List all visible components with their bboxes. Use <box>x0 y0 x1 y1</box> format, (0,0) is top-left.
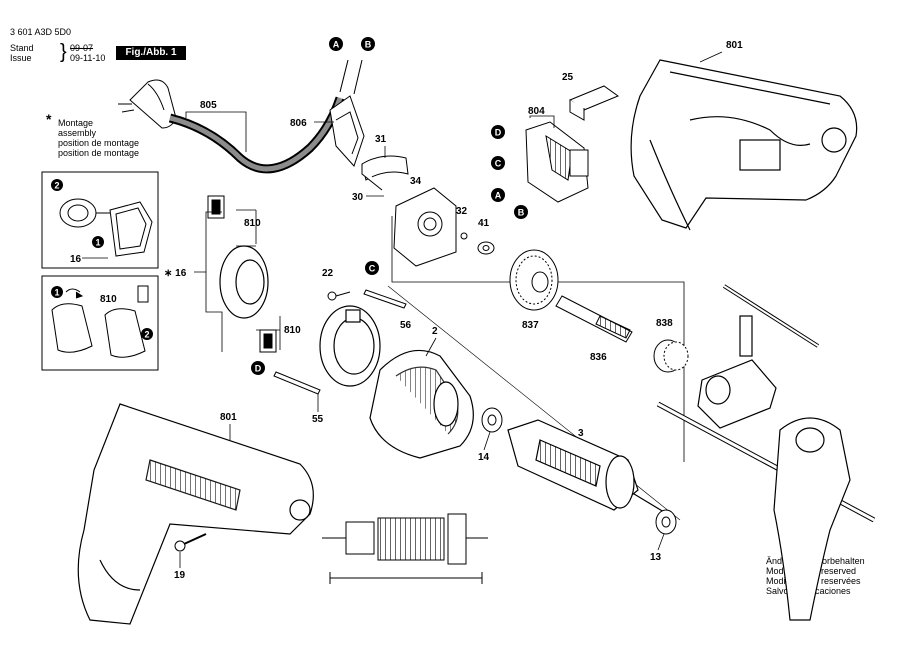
carbon-brush-bottom-illustration <box>259 329 277 353</box>
part-number-16: ∗ 16 <box>164 268 187 279</box>
part-number-41: 41 <box>478 218 490 229</box>
housing-half-bottom-illustration <box>77 403 314 625</box>
part-number-836: 836 <box>590 352 607 363</box>
assembly-note-line: position de montage <box>58 138 140 148</box>
part-number-838: 838 <box>656 318 673 329</box>
bearing-pinion-illustration <box>477 241 495 255</box>
part-number-837: 837 <box>522 320 539 331</box>
svg-text:2: 2 <box>54 181 59 191</box>
svg-text:2: 2 <box>144 330 149 340</box>
assembly-note-line: position de montage <box>58 148 140 158</box>
part-number-55: 55 <box>312 414 324 425</box>
part-number-801-bottom: 801 <box>220 412 237 423</box>
part-number-801-top: 801 <box>726 40 743 51</box>
inset-box-assembly-2 <box>41 275 159 371</box>
screw-22-illustration <box>327 291 351 301</box>
switch-illustration <box>525 121 589 203</box>
gear-wheel-illustration <box>509 249 559 311</box>
part-number-13: 13 <box>650 552 662 563</box>
inset-callout-2: 2 <box>51 179 63 191</box>
part-number-3: 3 <box>578 428 584 439</box>
svg-text:1: 1 <box>54 288 59 298</box>
svg-text:A: A <box>333 40 340 50</box>
issue-value: 09-11-10 <box>70 53 106 63</box>
part-number-804: 804 <box>528 106 545 117</box>
lock-button-illustration <box>568 85 620 121</box>
svg-text:B: B <box>365 40 372 50</box>
inset-callout-2b: 2 <box>141 328 153 340</box>
armature-illustration <box>507 419 665 513</box>
svg-text:D: D <box>495 128 502 138</box>
brush-plate-ring-illustration <box>319 305 381 387</box>
callout-b-cord: B <box>361 37 375 51</box>
callout-d-switch: D <box>491 125 505 139</box>
chuck-key-illustration <box>722 284 820 357</box>
callout-c-terminal: C <box>365 261 379 275</box>
callout-a-switch: A <box>491 188 505 202</box>
part-number-805: 805 <box>200 100 217 111</box>
power-cord-illustration <box>168 96 345 174</box>
small-washer-illustration <box>460 232 468 240</box>
strain-relief-illustration <box>329 59 365 167</box>
issue-label: Issue <box>10 53 32 63</box>
part-number-34: 34 <box>410 176 422 187</box>
assembly-note-line: assembly <box>58 128 97 138</box>
field-stator-illustration <box>369 349 474 459</box>
assembly-note-line: Montage <box>58 118 94 128</box>
bearing-14-illustration <box>481 407 503 433</box>
power-plug-illustration <box>118 79 177 129</box>
drill-chuck-illustration <box>697 359 777 429</box>
spindle-shaft-illustration <box>555 295 633 343</box>
cover-clip-illustration <box>361 155 409 191</box>
svg-text:A: A <box>495 191 502 201</box>
part-number-32: 32 <box>456 206 468 217</box>
callout-c-switch: C <box>491 156 505 170</box>
svg-text:C: C <box>369 264 376 274</box>
part-number-810-bottom: 810 <box>284 325 301 336</box>
part-number-31: 31 <box>375 134 387 145</box>
part-number-810-inset: 810 <box>100 294 117 305</box>
part-number-810-top: 810 <box>244 218 261 229</box>
inset-box-assembly-1 <box>41 171 159 269</box>
carbon-brush-top-illustration <box>207 195 225 219</box>
armature-dimension-drawing <box>322 513 488 584</box>
callout-b-switch: B <box>514 205 528 219</box>
part-number-19: 19 <box>174 570 186 581</box>
header-brace: } <box>60 41 67 63</box>
screw-19-illustration <box>174 533 207 552</box>
bearing-13-illustration <box>655 509 677 535</box>
inset-brush-insertion <box>51 285 149 358</box>
part-number-30: 30 <box>352 192 364 203</box>
svg-text:D: D <box>255 364 262 374</box>
figure-label: Fig./Abb. 1 <box>116 46 186 60</box>
part-number-16-inset: 16 <box>70 254 82 265</box>
part-number-2: 2 <box>432 326 438 337</box>
svg-text:B: B <box>518 208 525 218</box>
ratchet-ring-illustration <box>653 339 689 373</box>
auxiliary-handle-illustration <box>773 417 851 621</box>
document-code: 3 601 A3D 5D0 <box>10 27 72 37</box>
stand-value: 09-07 <box>70 43 94 53</box>
part-number-22: 22 <box>322 268 334 279</box>
mounting-plate-illustration <box>393 187 457 267</box>
brush-holder-illustration <box>219 245 269 319</box>
part-number-14: 14 <box>478 452 490 463</box>
stand-label: Stand <box>10 43 34 53</box>
terminal-55-illustration <box>273 371 321 395</box>
inset-brush-plate <box>59 198 153 257</box>
assembly-note-star: * <box>46 111 52 127</box>
callout-a-cord: A <box>329 37 343 51</box>
svg-text:C: C <box>495 159 502 169</box>
svg-text:1: 1 <box>95 238 100 248</box>
callout-d-terminal: D <box>251 361 265 375</box>
part-number-25: 25 <box>562 72 574 83</box>
inset-callout-1: 1 <box>92 236 104 248</box>
terminal-56-illustration <box>363 289 407 309</box>
housing-half-top-illustration <box>630 59 858 231</box>
part-number-806: 806 <box>290 118 307 129</box>
inset-callout-1b: 1 <box>51 286 63 298</box>
part-number-56: 56 <box>400 320 412 331</box>
